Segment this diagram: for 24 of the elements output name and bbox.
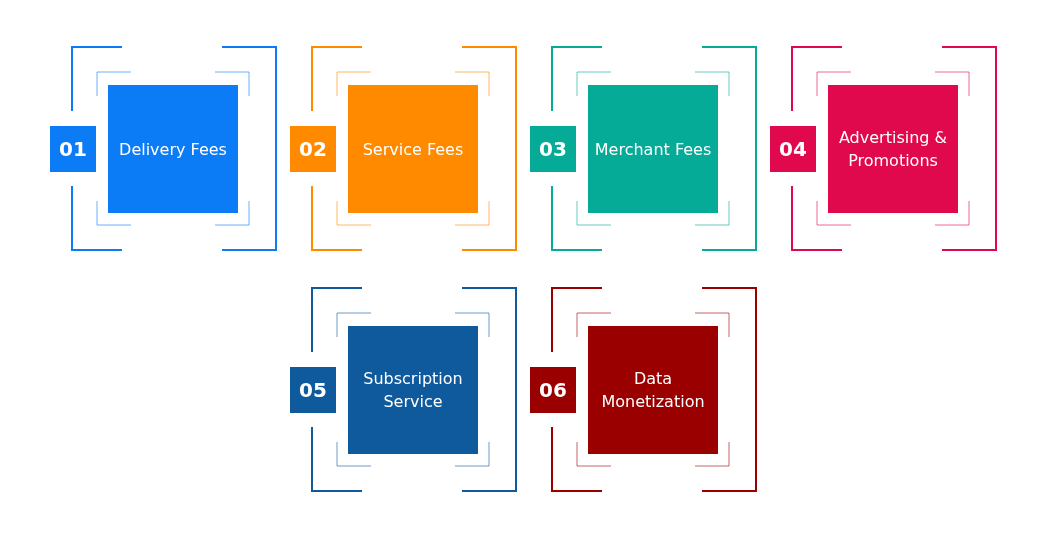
label-text: 01: [59, 137, 87, 161]
number-badge: [290, 367, 336, 413]
revenue-box: [348, 85, 478, 213]
number-badge: [50, 126, 96, 172]
number-badge: [530, 126, 576, 172]
label-text: Delivery Fees: [118, 138, 228, 161]
revenue-box: [348, 326, 478, 454]
number-badge: [290, 126, 336, 172]
label-text: Merchant Fees: [593, 138, 713, 161]
revenue-box: [108, 85, 238, 213]
label-text: 05: [299, 378, 327, 402]
number-badge: [530, 367, 576, 413]
label-text: Data Monetization: [600, 368, 706, 413]
label-text: Service Fees: [361, 138, 465, 161]
label-text: 04: [779, 137, 807, 161]
label-text: Advertising & Promotions: [837, 127, 949, 172]
revenue-box: [588, 326, 718, 454]
number-badge: [770, 126, 816, 172]
label-text: 06: [539, 378, 567, 402]
label-text: Subscription Service: [362, 368, 464, 413]
revenue-box: [828, 85, 958, 213]
label-text: 02: [299, 137, 327, 161]
revenue-box: [588, 85, 718, 213]
label-text: 03: [539, 137, 567, 161]
